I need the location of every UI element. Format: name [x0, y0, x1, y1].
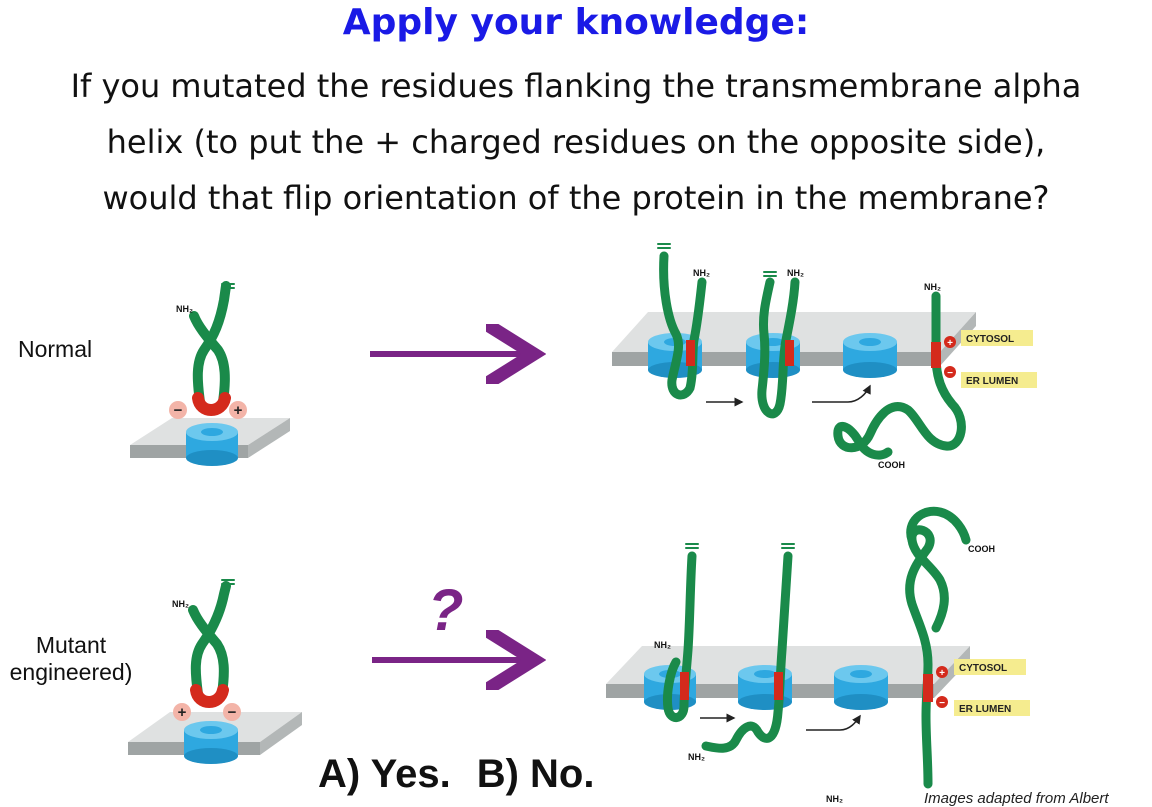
mutant-protein-icon [188, 579, 235, 708]
er-lumen-label: ER LUMEN [959, 704, 1011, 715]
normal-protein-icon [189, 281, 235, 416]
nh2-label: NH₂ [787, 268, 804, 278]
nh2-label: NH₂ [172, 599, 189, 609]
image-credit: Images adapted from Albert [924, 790, 1109, 807]
protein-chain-icon [701, 543, 795, 753]
protein-chain-icon [905, 506, 971, 789]
answer-options: A) Yes. B) No. [318, 752, 620, 797]
step-arrow-icon [839, 714, 861, 731]
nh2-label: NH₂ [826, 794, 843, 804]
protein-chain-icon [657, 243, 707, 400]
question-line: If you mutated the residues flanking the… [70, 67, 1082, 105]
translocon-icon [843, 333, 897, 378]
plus-sign: + [178, 704, 187, 721]
plus-charge-icon: + [944, 336, 956, 349]
minus-sign: − [947, 368, 953, 379]
plus-charge-icon: + [173, 703, 191, 721]
minus-sign: − [174, 402, 183, 419]
mutant-label-line: engineered) [9, 659, 133, 685]
mutant-label-line: Mutant [35, 632, 107, 658]
plus-sign: + [234, 402, 243, 419]
er-lumen-tag: ER LUMEN [961, 372, 1037, 388]
nh2-label: NH₂ [176, 304, 193, 314]
cooh-label: COOH [968, 544, 995, 554]
cytosol-label: CYTOSOL [966, 334, 1014, 345]
answer-a: A) Yes. [318, 752, 451, 796]
protein-chain-icon [757, 271, 800, 419]
step-arrow-icon [847, 384, 871, 403]
cytosol-label: CYTOSOL [959, 663, 1007, 674]
cytosol-tag: CYTOSOL [954, 659, 1026, 675]
nh2-label: NH₂ [924, 282, 941, 292]
protein-chain-icon [833, 291, 966, 460]
cytosol-tag: CYTOSOL [961, 330, 1033, 346]
normal-translocon-icon [186, 423, 238, 466]
translocon-icon [834, 665, 888, 710]
cooh-label: COOH [878, 460, 905, 470]
er-lumen-label: ER LUMEN [966, 376, 1018, 387]
minus-charge-icon: − [169, 401, 187, 419]
nh2-label: NH₂ [693, 268, 710, 278]
minus-sign: − [939, 698, 945, 709]
mutant-row-label: Mutant engineered) [0, 632, 142, 686]
er-lumen-tag: ER LUMEN [954, 700, 1030, 716]
answer-b: B) No. [476, 752, 595, 796]
question-line: would that flip orientation of the prote… [102, 179, 1050, 217]
question-text: If you mutated the residues flanking the… [0, 58, 1152, 226]
plus-sign: + [939, 668, 945, 679]
plus-charge-icon: + [229, 401, 247, 419]
minus-charge-icon: − [944, 366, 956, 379]
slide-title: Apply your knowledge: [342, 2, 810, 43]
minus-sign: − [228, 704, 237, 721]
nh2-label: NH₂ [688, 752, 705, 762]
normal-row-label: Normal [18, 336, 93, 362]
minus-charge-icon: − [936, 696, 948, 709]
plus-charge-icon: + [936, 666, 948, 679]
question-mark: ? [428, 578, 463, 643]
plus-sign: + [947, 338, 953, 349]
protein-chain-icon [663, 543, 699, 722]
nh2-label: NH₂ [654, 640, 671, 650]
mutant-translocon-icon [184, 721, 238, 764]
minus-charge-icon: − [223, 703, 241, 721]
question-line: helix (to put the + charged residues on … [106, 123, 1046, 161]
